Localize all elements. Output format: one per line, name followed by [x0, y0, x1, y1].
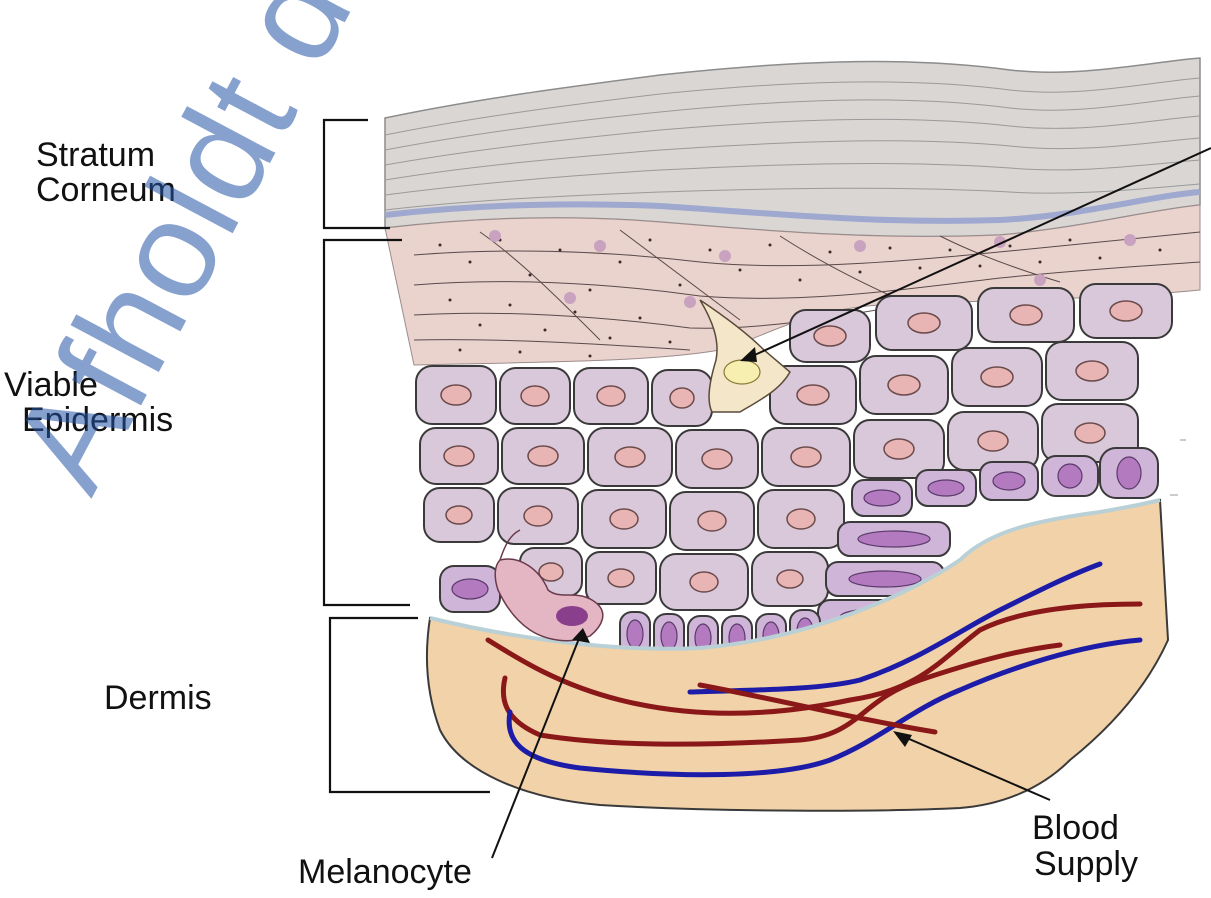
melanocyte-label: Melanocyte [298, 854, 472, 890]
stratum-corneum-label-line1: Stratum [36, 137, 155, 173]
viable-epidermis-label-line1: Viable [4, 367, 98, 403]
viable-epidermis-bracket [324, 240, 410, 605]
dermis-label: Dermis [104, 680, 212, 716]
stratum-corneum-bracket [324, 120, 390, 228]
stratum-corneum-label-line2: Corneum [36, 172, 176, 208]
edge-marks [1170, 440, 1186, 495]
blood-supply-label-line2: Supply [1034, 846, 1138, 882]
stratum-corneum-layer [385, 58, 1200, 237]
blood-supply-label-line1: Blood [1032, 810, 1119, 846]
viable-epidermis-label-line2: Epidermis [22, 402, 173, 438]
